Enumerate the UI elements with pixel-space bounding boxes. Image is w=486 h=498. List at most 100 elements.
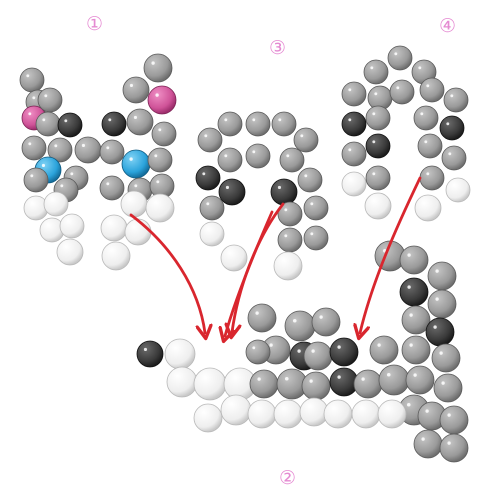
bead-icon bbox=[365, 105, 391, 131]
bead-highlight bbox=[448, 152, 452, 156]
bead-icon bbox=[21, 135, 47, 161]
bead-icon bbox=[277, 201, 303, 227]
bead-icon bbox=[439, 115, 465, 141]
bead-highlight bbox=[106, 146, 110, 150]
bead-highlight bbox=[413, 373, 417, 377]
bead-highlight bbox=[447, 441, 451, 445]
bead-icon bbox=[284, 310, 316, 342]
bead-highlight bbox=[309, 379, 313, 383]
bead-icon bbox=[389, 79, 415, 105]
bead-icon bbox=[443, 87, 469, 113]
bead-highlight bbox=[433, 325, 437, 329]
bead-highlight bbox=[407, 285, 411, 289]
bead-highlight bbox=[319, 315, 323, 319]
step-label-3: ③ bbox=[269, 37, 287, 59]
bead-highlight bbox=[425, 409, 429, 413]
bead-highlight bbox=[407, 253, 411, 257]
bead-icon bbox=[124, 218, 152, 246]
bead-icon bbox=[425, 317, 455, 347]
bead-icon bbox=[303, 225, 329, 251]
bead-highlight bbox=[204, 134, 208, 138]
bead-highlight bbox=[348, 148, 352, 152]
bead-highlight bbox=[284, 234, 288, 238]
bead-highlight bbox=[446, 122, 450, 126]
bead-icon bbox=[431, 343, 461, 373]
bead-icon bbox=[145, 193, 175, 223]
bead-icon bbox=[35, 111, 61, 137]
bead-icon bbox=[364, 192, 392, 220]
bead-icon bbox=[297, 167, 323, 193]
bead-icon bbox=[365, 165, 391, 191]
bead-highlight bbox=[108, 118, 112, 122]
bead-icon bbox=[271, 111, 297, 137]
bead-highlight bbox=[151, 61, 155, 65]
bead-icon bbox=[414, 194, 442, 222]
bead-highlight bbox=[28, 142, 32, 146]
bead-icon bbox=[217, 111, 243, 137]
bead-highlight bbox=[60, 184, 64, 188]
bead-highlight bbox=[441, 381, 445, 385]
bead-icon bbox=[59, 213, 85, 239]
bead-highlight bbox=[450, 94, 454, 98]
bead-icon bbox=[126, 108, 154, 136]
bead-highlight bbox=[435, 297, 439, 301]
bead-icon bbox=[147, 147, 173, 173]
bead-highlight bbox=[277, 185, 282, 190]
bead-icon bbox=[195, 165, 221, 191]
bead-highlight bbox=[421, 437, 425, 441]
bead-icon bbox=[413, 429, 443, 459]
bead-icon bbox=[43, 191, 69, 217]
bead-icon bbox=[329, 337, 359, 367]
bead-highlight bbox=[310, 202, 314, 206]
bead-highlight bbox=[372, 172, 376, 176]
bead-icon bbox=[399, 277, 429, 307]
bead-icon bbox=[413, 105, 439, 131]
bead-icon bbox=[427, 289, 457, 319]
bead-icon bbox=[387, 45, 413, 71]
bead-highlight bbox=[129, 83, 134, 88]
bead-icon bbox=[401, 335, 431, 365]
bead-icon bbox=[445, 177, 471, 203]
bead-highlight bbox=[361, 377, 365, 381]
bead-highlight bbox=[64, 119, 68, 123]
bead-layer bbox=[19, 45, 471, 463]
bead-highlight bbox=[224, 118, 228, 122]
bead-icon bbox=[245, 143, 271, 169]
bead-icon bbox=[377, 399, 407, 429]
bead-highlight bbox=[32, 96, 36, 100]
bead-icon bbox=[220, 244, 248, 272]
bead-highlight bbox=[81, 143, 86, 148]
bead-icon bbox=[441, 145, 467, 171]
bead-icon bbox=[301, 371, 331, 401]
bead-highlight bbox=[304, 174, 308, 178]
bead-highlight bbox=[348, 118, 352, 122]
bead-highlight bbox=[70, 172, 74, 176]
bead-highlight bbox=[143, 347, 148, 352]
bead-icon bbox=[217, 147, 243, 173]
bead-icon bbox=[57, 112, 83, 138]
bead-icon bbox=[399, 245, 429, 275]
bead-highlight bbox=[386, 372, 391, 377]
bead-icon bbox=[121, 149, 151, 179]
bead-icon bbox=[164, 338, 196, 370]
bead-icon bbox=[341, 141, 367, 167]
bead-icon bbox=[245, 111, 271, 137]
bead-highlight bbox=[54, 144, 58, 148]
bead-icon bbox=[270, 178, 298, 206]
bead-icon bbox=[341, 81, 367, 107]
bead-highlight bbox=[255, 311, 259, 315]
bead-highlight bbox=[370, 66, 374, 70]
bead-icon bbox=[218, 178, 246, 206]
bead-icon bbox=[47, 137, 73, 163]
bead-highlight bbox=[155, 93, 159, 97]
bead-icon bbox=[19, 67, 45, 93]
bead-icon bbox=[151, 121, 177, 147]
bead-highlight bbox=[348, 88, 352, 92]
bead-icon bbox=[99, 175, 125, 201]
bead-highlight bbox=[439, 351, 443, 355]
bead-highlight bbox=[257, 377, 261, 381]
bead-highlight bbox=[225, 185, 230, 190]
step-label-2: ② bbox=[279, 467, 297, 489]
bead-icon bbox=[120, 190, 148, 218]
